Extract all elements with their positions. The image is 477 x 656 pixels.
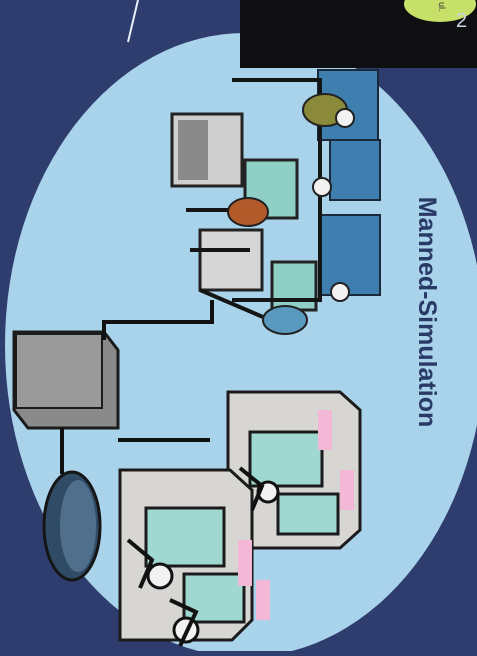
monitor (200, 230, 262, 290)
cabinet-front (16, 334, 102, 408)
corner-fragment-text: ul. (437, 2, 447, 12)
manned-simulation-label: Manned-Simulation (410, 162, 444, 462)
desk-panel (330, 140, 380, 200)
operator-body (263, 306, 307, 334)
operator-head (336, 109, 354, 127)
operator-head (313, 178, 331, 196)
server-cabinet-icon (14, 332, 118, 428)
console-screen (278, 494, 338, 534)
console-screen (146, 508, 224, 566)
operator-head (331, 283, 349, 301)
corner-number: 2 (456, 10, 467, 33)
console-accent (238, 540, 252, 586)
monitor-side (178, 120, 208, 180)
monitor (272, 262, 316, 310)
console-accent (256, 580, 270, 620)
router-face (60, 480, 96, 572)
desk-panel (320, 215, 380, 295)
operator-body (228, 198, 268, 226)
console-accent (318, 410, 332, 450)
console-screen (250, 432, 322, 486)
router-icon (44, 472, 100, 580)
pilot-head (148, 564, 172, 588)
console-accent (340, 470, 354, 510)
